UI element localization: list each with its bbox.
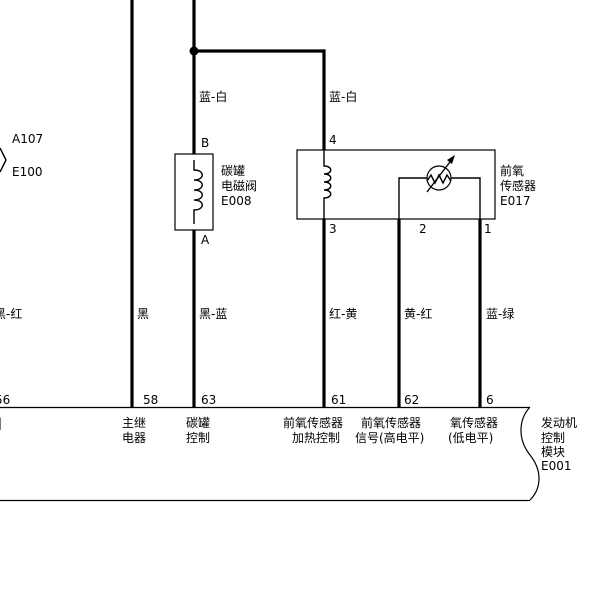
ecm-pin-63: 63	[201, 393, 216, 407]
ecm-label-relay-2: 电器	[122, 431, 146, 445]
o2-sensor-name-2: 传感器	[500, 178, 536, 193]
o2-pin-1: 1	[484, 222, 492, 236]
o2-sensor-variable-arrow	[426, 157, 454, 193]
o2-sensor-box	[296, 149, 496, 220]
o2-pin-4: 4	[329, 133, 337, 147]
canister-pin-a: A	[201, 233, 210, 247]
canister-coil-icon	[193, 160, 203, 224]
wire-color-heater: 红-黄	[329, 306, 357, 321]
o2-sensor-resistor-zigzag	[426, 173, 452, 185]
ecm-pin-6: 6	[486, 393, 494, 407]
canister-valve-name-1: 碳罐	[221, 164, 245, 178]
ecm-label-o2-low-1: 氧传感器	[450, 415, 498, 430]
ecm-module-name-1: 发动机	[541, 415, 577, 430]
canister-valve-code: E008	[221, 194, 252, 208]
ecm-label-o2-low-2: (低电平)	[448, 431, 493, 445]
ecm-module-name-3: 模块	[541, 445, 565, 459]
o2-sensor-arrowhead-icon	[447, 155, 455, 164]
wire-color-o2-high: 黄-红	[404, 306, 432, 321]
ecm-pin-62: 62	[404, 393, 419, 407]
wire-color-canister: 黑-蓝	[199, 307, 227, 321]
canister-valve-name-2: 电磁阀	[221, 178, 257, 193]
wire-color-canister-feed: 蓝-白	[199, 89, 227, 104]
wire-color-heater-feed: 蓝-白	[329, 89, 357, 104]
ecm-label-canister-2: 控制	[186, 431, 210, 445]
ecm-label-heater-2: 加热控制	[292, 431, 340, 445]
ecm-left-fragment: |	[0, 416, 2, 430]
canister-pin-b: B	[201, 136, 209, 150]
ecm-label-o2-high-1: 前氧传感器	[361, 415, 421, 430]
o2-heater-feed-wire	[194, 49, 326, 150]
o2-sensor-code: E017	[500, 194, 531, 208]
wire-color-left-edge: 黑-红	[0, 306, 22, 321]
ecm-label-canister-1: 碳罐	[186, 416, 210, 430]
left-connector-code-b: E100	[12, 165, 43, 179]
ecm-label-o2-high-2: 信号(高电平)	[355, 430, 424, 445]
o2-sensor-name-1: 前氧	[500, 163, 524, 178]
o2-pin-3: 3	[329, 222, 337, 236]
ecm-break-edge	[520, 406, 540, 501]
ecm-label-heater-1: 前氧传感器	[283, 415, 343, 430]
left-connector-diamond-icon	[0, 147, 7, 173]
ecm-module-name-2: 控制	[541, 431, 565, 445]
ecm-module-code: E001	[541, 459, 572, 473]
wire-color-relay: 黑	[137, 307, 149, 321]
o2-heater-coil-icon	[323, 150, 332, 219]
ecm-pin-61: 61	[331, 393, 346, 407]
ecm-pin-left-edge: 56	[0, 393, 10, 407]
o2-pin-2: 2	[419, 222, 427, 236]
left-connector-code-a: A107	[12, 132, 43, 146]
ecm-pin-58: 58	[143, 393, 158, 407]
wire-color-o2-low: 蓝-绿	[486, 306, 514, 321]
ecm-label-relay-1: 主继	[122, 416, 146, 430]
